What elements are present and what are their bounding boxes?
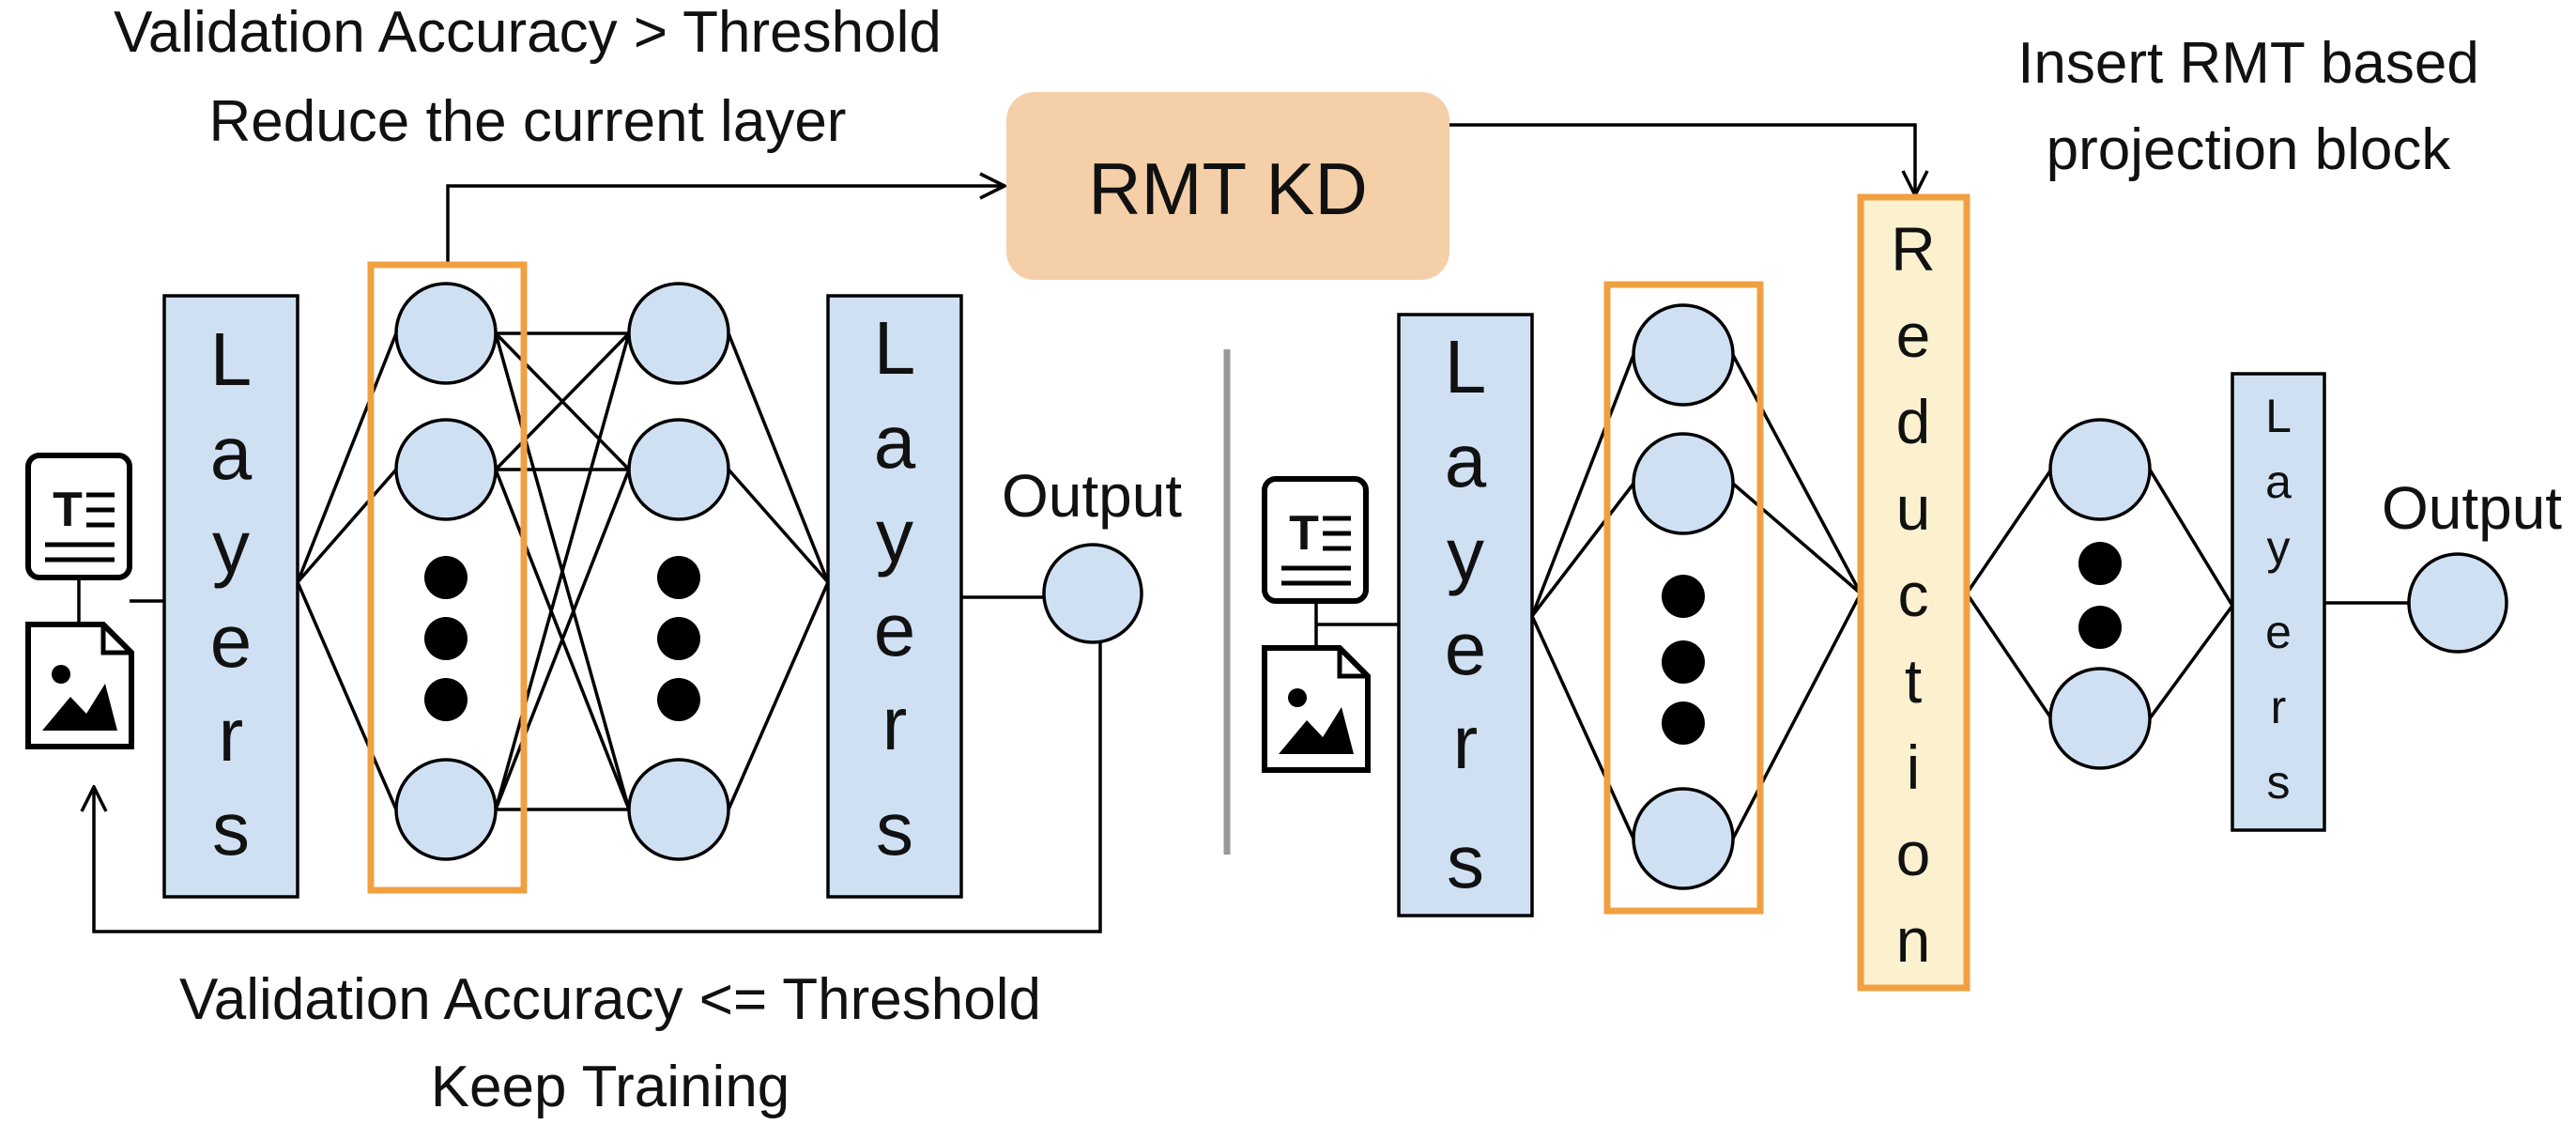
ellipsis-dot — [2078, 542, 2122, 585]
right-layers-2-letter: a — [2265, 455, 2292, 508]
right-edges — [1530, 354, 2234, 840]
left-layers-1-letter: a — [210, 411, 253, 495]
top-condition-line2: Reduce the current layer — [209, 89, 847, 154]
left-layers-2-letter: e — [874, 588, 916, 671]
ellipsis-dot — [657, 678, 700, 721]
right-node-a2 — [1632, 432, 1735, 535]
left-node-a3 — [394, 758, 498, 861]
ellipsis-dot — [424, 556, 468, 599]
right-layers-2-letter: s — [2267, 756, 2291, 809]
left-layers-block-1 — [162, 294, 299, 899]
right-layers-1-letter: y — [1447, 513, 1484, 596]
ellipsis-dot — [424, 678, 468, 721]
right-node-b2 — [2048, 667, 2152, 770]
right-layers-2-letter: y — [2267, 521, 2291, 574]
bottom-condition-line1: Validation Accuracy <= Threshold — [179, 967, 1041, 1032]
ellipsis-dot — [2078, 606, 2122, 649]
left-node-b3 — [627, 758, 730, 861]
image-file-icon — [25, 622, 134, 749]
top-condition-line1: Validation Accuracy > Threshold — [114, 0, 942, 65]
ellipsis-dot — [424, 617, 468, 660]
right-output-label: Output — [2382, 474, 2562, 542]
left-node-b1 — [627, 282, 730, 385]
reduction-letter: t — [1905, 646, 1922, 716]
left-node-a1 — [394, 282, 498, 385]
reduction-letter: e — [1896, 301, 1931, 370]
left-layers-2-letter: y — [876, 494, 913, 578]
right-highlighted-layer — [1603, 281, 1764, 915]
image-file-icon — [1262, 645, 1371, 773]
right-layers-1-letter: s — [1447, 820, 1484, 903]
text-document-icon: T — [1262, 476, 1369, 604]
keep-training-arrow — [94, 639, 1102, 933]
ellipsis-dot — [1662, 640, 1705, 684]
left-layers-1-letter: y — [212, 505, 250, 589]
ellipsis-dot — [1662, 575, 1705, 618]
left-layers-2-letter: s — [876, 787, 913, 871]
reduction-letter: R — [1891, 214, 1936, 284]
left-output-label: Output — [1002, 462, 1182, 530]
right-layers-1-letter: a — [1445, 419, 1487, 502]
reduction-letter: i — [1907, 732, 1921, 802]
right-output-node — [2407, 552, 2508, 654]
ellipsis-dot — [1662, 701, 1705, 745]
ellipsis-dot — [657, 617, 700, 660]
left-node-a2 — [394, 418, 498, 521]
left-edges-hidden — [494, 331, 631, 811]
insert-line2: projection block — [2047, 117, 2452, 182]
left-layers-2-letter: L — [874, 306, 916, 390]
right-layers-1-letter: L — [1445, 325, 1487, 408]
svg-text:T: T — [1289, 506, 1319, 561]
right-layers-1-letter: r — [1453, 701, 1479, 784]
rmt-kd-label: RMT KD — [1088, 147, 1368, 230]
left-edges-out — [727, 332, 830, 810]
reduction-letter: u — [1896, 473, 1931, 543]
right-node-a3 — [1632, 787, 1735, 890]
reduction-letter: c — [1898, 560, 1929, 629]
reduction-letter: n — [1896, 905, 1931, 975]
left-output-node — [1042, 543, 1143, 644]
left-layers-2-letter: a — [874, 400, 916, 484]
left-node-b2 — [627, 418, 730, 521]
left-layers-1-letter: s — [212, 787, 250, 871]
rmt-kd-box — [1006, 92, 1449, 280]
text-document-icon: T — [25, 453, 132, 580]
right-layers-block-1 — [1397, 313, 1534, 917]
right-layers-2-letter: r — [2271, 681, 2287, 733]
left-highlighted-layer — [367, 261, 528, 894]
right-node-b1 — [2048, 418, 2152, 521]
reduction-block — [1857, 193, 1970, 992]
left-layers-1-letter: e — [210, 599, 253, 683]
right-layers-2-letter: e — [2265, 606, 2292, 658]
left-layers-1-letter: L — [210, 317, 253, 401]
right-node-a1 — [1632, 303, 1735, 407]
bottom-condition-line2: Keep Training — [431, 1055, 790, 1119]
svg-text:T: T — [53, 483, 83, 537]
right-layers-block-2 — [2231, 372, 2326, 832]
ellipsis-dot — [657, 556, 700, 599]
right-layers-2-letter: L — [2265, 390, 2292, 442]
insert-arrow — [1449, 123, 1915, 195]
left-layers-block-2 — [826, 294, 963, 899]
reduce-arrow — [446, 186, 1004, 265]
reduction-letter: d — [1896, 387, 1931, 456]
left-layers-1-letter: r — [219, 693, 244, 777]
right-layers-1-letter: e — [1445, 607, 1487, 690]
insert-line1: Insert RMT based — [2017, 31, 2479, 96]
left-layers-2-letter: r — [882, 682, 908, 765]
left-edges-in — [296, 332, 398, 810]
reduction-letter: o — [1896, 819, 1931, 888]
